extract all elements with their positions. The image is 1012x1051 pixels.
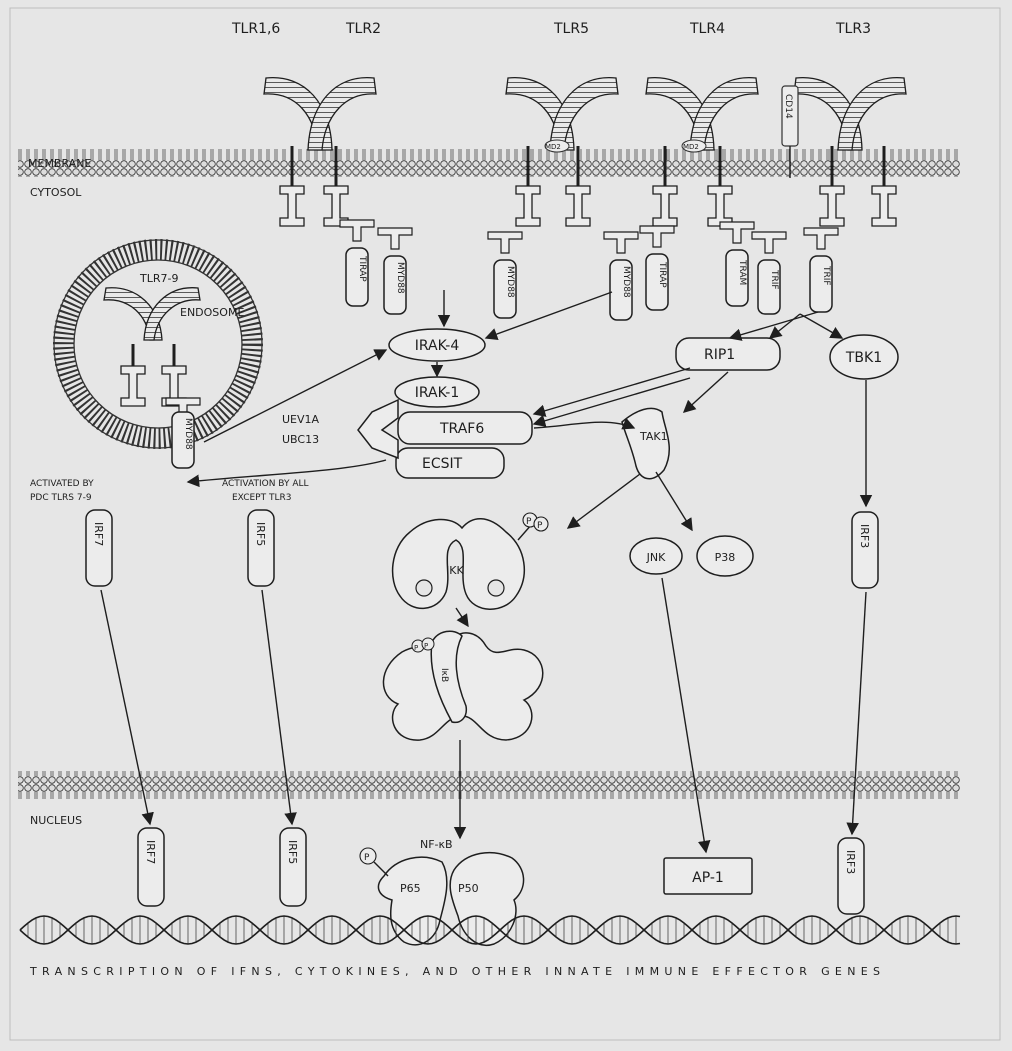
irf5-cytosol: IRF5 — [248, 510, 274, 586]
svg-text:P: P — [526, 517, 532, 527]
svg-text:P: P — [364, 853, 370, 863]
svg-text:IRF5: IRF5 — [254, 522, 267, 546]
uev1a-label: UEV1A — [282, 413, 320, 426]
svg-text:MYD88: MYD88 — [621, 266, 631, 298]
endosome-label: ENDOSOME — [180, 306, 244, 319]
tbk1-node: TBK1 — [830, 335, 898, 379]
ubc13-label: UBC13 — [282, 433, 319, 446]
svg-text:MYD88: MYD88 — [183, 418, 193, 450]
tlr2-label: TLR2 — [345, 21, 381, 37]
adaptor-tram: TRAM — [726, 250, 748, 306]
svg-text:TIRAP: TIRAP — [357, 255, 367, 282]
svg-text:ECSIT: ECSIT — [422, 456, 463, 472]
plasma-membrane — [18, 149, 960, 177]
irf5-note-line1: ACTIVATION BY ALL — [222, 479, 309, 489]
cytosol-label: CYTOSOL — [30, 186, 82, 199]
adaptor-trif-2: TRIF — [810, 256, 832, 312]
cd14-label: CD14 — [783, 94, 793, 119]
irak1-node: IRAK-1 — [395, 377, 479, 407]
svg-text:MYD88: MYD88 — [505, 266, 515, 298]
md2-label-tlr5: MD2 — [545, 143, 561, 151]
svg-text:JNK: JNK — [646, 551, 666, 564]
svg-text:P65: P65 — [400, 882, 421, 895]
svg-text:P: P — [424, 642, 428, 650]
adaptor-myd88-3: MYD88 — [610, 260, 632, 320]
irak4-node: IRAK-4 — [389, 329, 485, 361]
svg-text:IRAK-4: IRAK-4 — [415, 338, 460, 354]
adaptor-tirap-1: TIRAP — [346, 248, 368, 306]
traf6-node: TRAF6 — [398, 412, 532, 444]
svg-text:MYD88: MYD88 — [395, 262, 405, 294]
nucleus-label: NUCLEUS — [30, 814, 82, 827]
membrane-label: MEMBRANE — [28, 157, 91, 170]
svg-text:TRAM: TRAM — [737, 259, 747, 285]
p38-node: P38 — [697, 536, 753, 576]
jnk-node: JNK — [630, 538, 682, 574]
adaptor-trif-1: TRIF — [758, 260, 780, 314]
ecsit-node: ECSIT — [396, 448, 504, 478]
svg-text:TIRAP: TIRAP — [657, 261, 667, 288]
svg-text:IRF7: IRF7 — [92, 522, 105, 546]
svg-text:TAK1: TAK1 — [639, 430, 668, 443]
svg-text:TRIF: TRIF — [769, 269, 779, 290]
irf5-note-line2: EXCEPT TLR3 — [232, 493, 291, 503]
svg-text:IRF5: IRF5 — [286, 840, 299, 864]
adaptor-myd88-endosome: MYD88 — [172, 412, 194, 468]
svg-text:P: P — [414, 644, 418, 652]
irf3-cytosol: IRF3 — [852, 512, 878, 588]
adaptor-myd88-2: MYD88 — [494, 260, 516, 318]
svg-text:RIP1: RIP1 — [704, 347, 735, 363]
irf7-note-line2: PDC TLRS 7-9 — [30, 493, 92, 503]
tlr1-6-label: TLR1,6 — [231, 21, 280, 37]
tlr5-label: TLR5 — [553, 21, 589, 37]
rip1-node: RIP1 — [676, 338, 780, 370]
svg-text:IRF3: IRF3 — [858, 524, 871, 548]
svg-text:P: P — [537, 521, 543, 531]
nuclear-membrane — [18, 771, 960, 799]
svg-text:P50: P50 — [458, 882, 479, 895]
svg-text:IRF7: IRF7 — [144, 840, 157, 864]
irf7-note-line1: ACTIVATED BY — [30, 479, 94, 489]
adaptor-tirap-2: TIRAP — [646, 254, 668, 310]
svg-text:TBK1: TBK1 — [845, 350, 882, 366]
irf7-nucleus: IRF7 — [138, 828, 164, 906]
svg-text:IRAK-1: IRAK-1 — [415, 385, 460, 401]
svg-text:IRF3: IRF3 — [844, 850, 857, 874]
tlr7-9-label: TLR7-9 — [139, 272, 178, 285]
svg-text:P38: P38 — [715, 551, 736, 564]
md2-label-tlr4: MD2 — [683, 143, 699, 151]
tlr4-label: TLR4 — [689, 21, 725, 37]
irf5-nucleus: IRF5 — [280, 828, 306, 906]
svg-text:IKK: IKK — [446, 564, 464, 577]
svg-text:TRAF6: TRAF6 — [439, 421, 484, 437]
irf3-nucleus: IRF3 — [838, 838, 864, 914]
irf7-cytosol: IRF7 — [86, 510, 112, 586]
svg-text:IκB: IκB — [439, 668, 449, 682]
adaptor-myd88-1: MYD88 — [384, 256, 406, 314]
svg-text:AP-1: AP-1 — [692, 870, 724, 886]
tlr3-label: TLR3 — [835, 21, 871, 37]
svg-text:TRIF: TRIF — [821, 265, 831, 286]
svg-text:NF-κB: NF-κB — [420, 838, 453, 851]
ap1-box: AP-1 — [664, 858, 752, 894]
